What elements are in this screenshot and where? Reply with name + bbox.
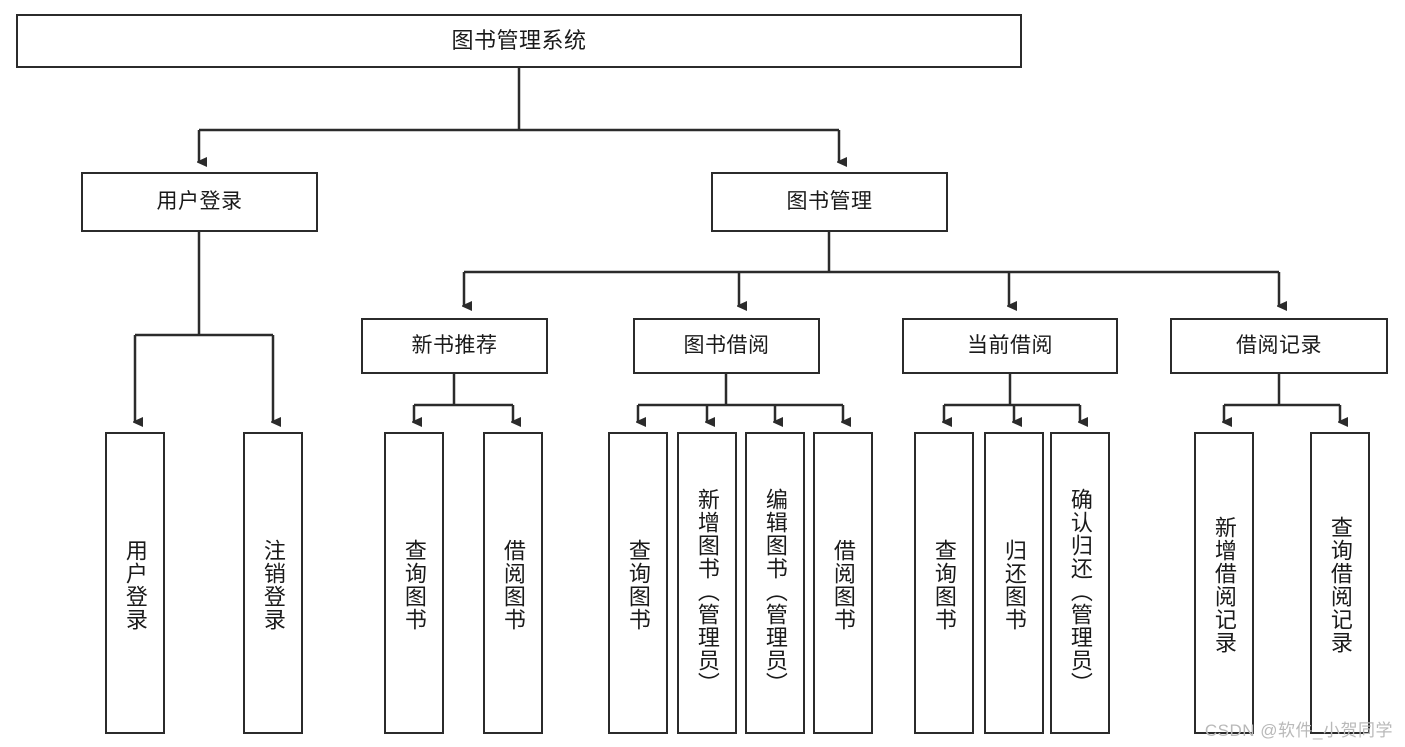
node-borrow-records[interactable]: 借阅记录	[1170, 318, 1388, 374]
node-label: 借阅图书	[830, 539, 856, 631]
node-label: 查询借阅记录	[1327, 516, 1353, 654]
leaf-user-login[interactable]: 用户登录	[105, 432, 165, 734]
node-label: 用户登录	[122, 539, 148, 631]
node-label: 用户登录	[156, 190, 243, 214]
node-label: 当前借阅	[967, 334, 1053, 358]
node-label: 确认归还（管理员）	[1067, 487, 1093, 695]
node-label: 编辑图书（管理员）	[762, 487, 788, 695]
node-label: 借阅图书	[500, 539, 526, 631]
leaf-return-book[interactable]: 归还图书	[984, 432, 1044, 734]
leaf-query-borrow-record[interactable]: 查询借阅记录	[1310, 432, 1370, 734]
node-label: 图书借阅	[683, 334, 770, 358]
node-new-book-recommendation[interactable]: 新书推荐	[361, 318, 548, 374]
leaf-query-book-borrow[interactable]: 查询图书	[608, 432, 668, 734]
node-label: 查询图书	[625, 539, 651, 631]
node-label: 新书推荐	[411, 334, 498, 358]
watermark: CSDN @软件_小贺同学	[1204, 721, 1393, 740]
leaf-query-book-recommend[interactable]: 查询图书	[384, 432, 444, 734]
node-label: 图书管理系统	[451, 27, 587, 53]
node-label: 新增图书（管理员）	[694, 487, 720, 695]
leaf-add-borrow-record[interactable]: 新增借阅记录	[1194, 432, 1254, 734]
node-label: 图书管理	[786, 190, 873, 214]
node-root-system[interactable]: 图书管理系统	[16, 14, 1022, 68]
leaf-confirm-return-admin[interactable]: 确认归还（管理员）	[1050, 432, 1110, 734]
node-book-borrow[interactable]: 图书借阅	[633, 318, 820, 374]
node-label: 新增借阅记录	[1211, 516, 1237, 654]
node-label: 查询图书	[401, 539, 427, 631]
node-label: 注销登录	[260, 539, 286, 631]
node-user-login[interactable]: 用户登录	[81, 172, 318, 232]
leaf-edit-book-admin[interactable]: 编辑图书（管理员）	[745, 432, 805, 734]
node-label: 归还图书	[1001, 539, 1027, 631]
node-current-borrow[interactable]: 当前借阅	[902, 318, 1118, 374]
leaf-query-book-current[interactable]: 查询图书	[914, 432, 974, 734]
node-book-management[interactable]: 图书管理	[711, 172, 948, 232]
leaf-add-book-admin[interactable]: 新增图书（管理员）	[677, 432, 737, 734]
node-label: 查询图书	[931, 539, 957, 631]
leaf-borrow-book[interactable]: 借阅图书	[813, 432, 873, 734]
leaf-borrow-book-recommend[interactable]: 借阅图书	[483, 432, 543, 734]
leaf-logout[interactable]: 注销登录	[243, 432, 303, 734]
node-label: 借阅记录	[1236, 334, 1322, 358]
